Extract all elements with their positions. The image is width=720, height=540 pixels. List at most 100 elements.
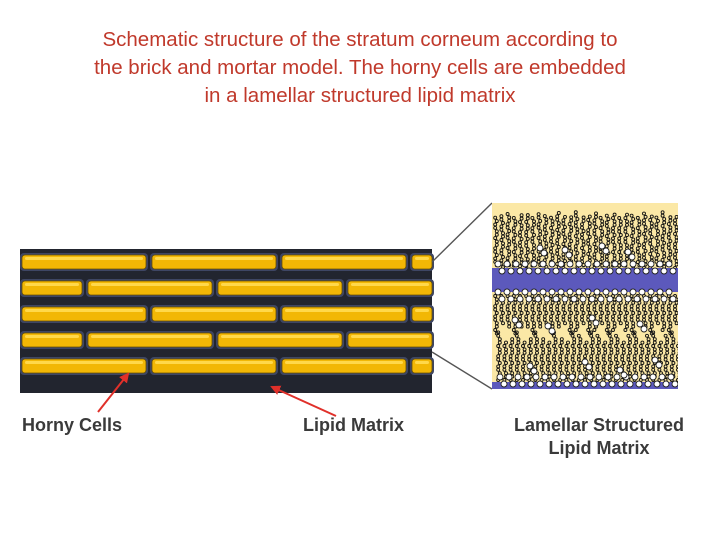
lipid-tail-bead: [643, 238, 648, 243]
lipid-tail-bead: [621, 340, 626, 345]
lipid-tail-bead: [518, 307, 522, 312]
lipid-tail-bead: [618, 311, 623, 315]
lipid-tail-bead: [634, 361, 639, 365]
horny-cell-highlight: [25, 309, 143, 312]
lipid-tail-bead: [505, 225, 510, 230]
lipid-tail-bead: [656, 252, 660, 257]
lipid-tail-bead: [530, 239, 535, 244]
lipid-head-group: [598, 242, 606, 250]
lipid-tail-bead: [499, 227, 504, 232]
lipid-tail-bead: [612, 300, 617, 305]
lipid-head-group: [565, 251, 573, 259]
lipid-tail-bead: [674, 321, 678, 326]
lipid-tail-bead: [578, 347, 583, 352]
lipid-tail-bead: [580, 235, 584, 240]
lipid-tail-bead: [564, 354, 569, 359]
lipid-tail-bead: [528, 347, 533, 352]
lipid-tail-bead: [649, 234, 654, 239]
lipid-tail-bead: [637, 256, 642, 261]
lipid-tail-bead: [665, 337, 670, 342]
lipid-tail-bead: [611, 229, 615, 234]
lipid-tail-bead: [662, 230, 667, 235]
lipid-tail-bead: [657, 354, 662, 359]
arrow-horny-cells: [97, 372, 130, 413]
lipid-tail-bead: [669, 344, 674, 348]
lipid-tail-bead: [634, 347, 639, 352]
lipid-head-group: [656, 260, 664, 268]
lipid-tail-bead: [501, 321, 505, 326]
lipid-tail-bead: [618, 222, 623, 227]
lipid-tail-bead: [496, 330, 501, 335]
lipid-tail-bead: [505, 246, 510, 250]
lipid-tail-bead: [584, 347, 589, 352]
lipid-tail-bead: [614, 333, 618, 338]
lipid-tail-bead: [573, 213, 578, 218]
lipid-head-group: [579, 295, 587, 303]
lipid-tail-bead: [651, 364, 656, 369]
lipid-tail-bead: [666, 317, 671, 322]
lipid-tail-bead: [623, 307, 628, 312]
lipid-head-group: [620, 288, 628, 296]
lipid-tail-bead: [580, 317, 584, 322]
lipid-tail-bead: [584, 340, 589, 345]
lipid-tail-bead: [494, 232, 499, 237]
lipid-tail-bead: [569, 218, 574, 223]
horny-cell-highlight: [91, 335, 209, 338]
lipid-tail-bead: [542, 237, 547, 242]
lipid-tail-bead: [528, 337, 533, 342]
lipid-tail-bead: [671, 337, 676, 342]
lipid-tail-bead: [514, 344, 519, 348]
lipid-tail-bead: [668, 228, 673, 233]
lipid-tail-bead: [532, 256, 536, 261]
lipid-tail-bead: [507, 242, 512, 247]
lipid-tail-bead: [508, 364, 513, 369]
lipid-tail-bead: [576, 344, 581, 348]
lipid-tail-bead: [676, 367, 678, 372]
lipid-tail-bead: [648, 231, 653, 236]
lipid-head-group: [545, 380, 553, 388]
lipid-tail-bead: [538, 232, 543, 237]
lipid-tail-bead: [538, 218, 543, 223]
lipid-tail-bead: [530, 317, 535, 322]
lipid-tail-bead: [561, 255, 566, 260]
horny-cell-highlight: [285, 257, 403, 260]
lipid-tail-bead: [499, 317, 504, 322]
lipid-tail-bead: [663, 354, 668, 359]
lipid-head-group: [638, 260, 646, 268]
lipid-tail-bead: [575, 324, 580, 329]
lipid-tail-bead: [541, 361, 546, 365]
lipid-tail-bead: [494, 311, 499, 315]
lipid-head-group: [662, 380, 670, 388]
lipid-head-group: [633, 295, 641, 303]
lipid-tail-bead: [676, 344, 678, 348]
horny-cell-highlight: [351, 283, 429, 286]
lipid-tail-bead: [598, 317, 603, 322]
lipid-tail-bead: [663, 364, 668, 369]
lipid-tail-bead: [522, 340, 527, 345]
lipid-head-group: [647, 288, 655, 296]
lipid-tail-bead: [519, 250, 524, 255]
lipid-head-group: [593, 288, 601, 296]
lipid-head-group: [536, 244, 544, 252]
lipid-tail-bead: [586, 231, 591, 236]
lipid-tail-bead: [511, 229, 516, 234]
lipid-tail-bead: [629, 223, 634, 228]
lipid-tail-bead: [555, 251, 560, 256]
lipid-head-group: [667, 373, 675, 381]
lipid-tail-bead: [555, 307, 560, 312]
lipid-tail-bead: [538, 324, 543, 329]
lipid-head-group: [640, 325, 648, 333]
lipid-tail-bead: [547, 371, 552, 376]
lipid-tail-bead: [518, 317, 522, 322]
lipid-tail-bead: [677, 341, 678, 344]
zoom-line-bottom: [431, 351, 493, 390]
lipid-tail-bead: [564, 364, 569, 369]
lipid-head-group: [635, 380, 643, 388]
lipid-tail-bead: [660, 213, 665, 218]
lipid-tail-bead: [575, 230, 580, 235]
lipid-tail-bead: [553, 347, 558, 352]
lipid-head-group: [626, 380, 634, 388]
lipid-tail-bead: [677, 348, 678, 351]
lipid-tail-bead: [536, 259, 541, 264]
lipid-tail-bead: [539, 344, 544, 348]
